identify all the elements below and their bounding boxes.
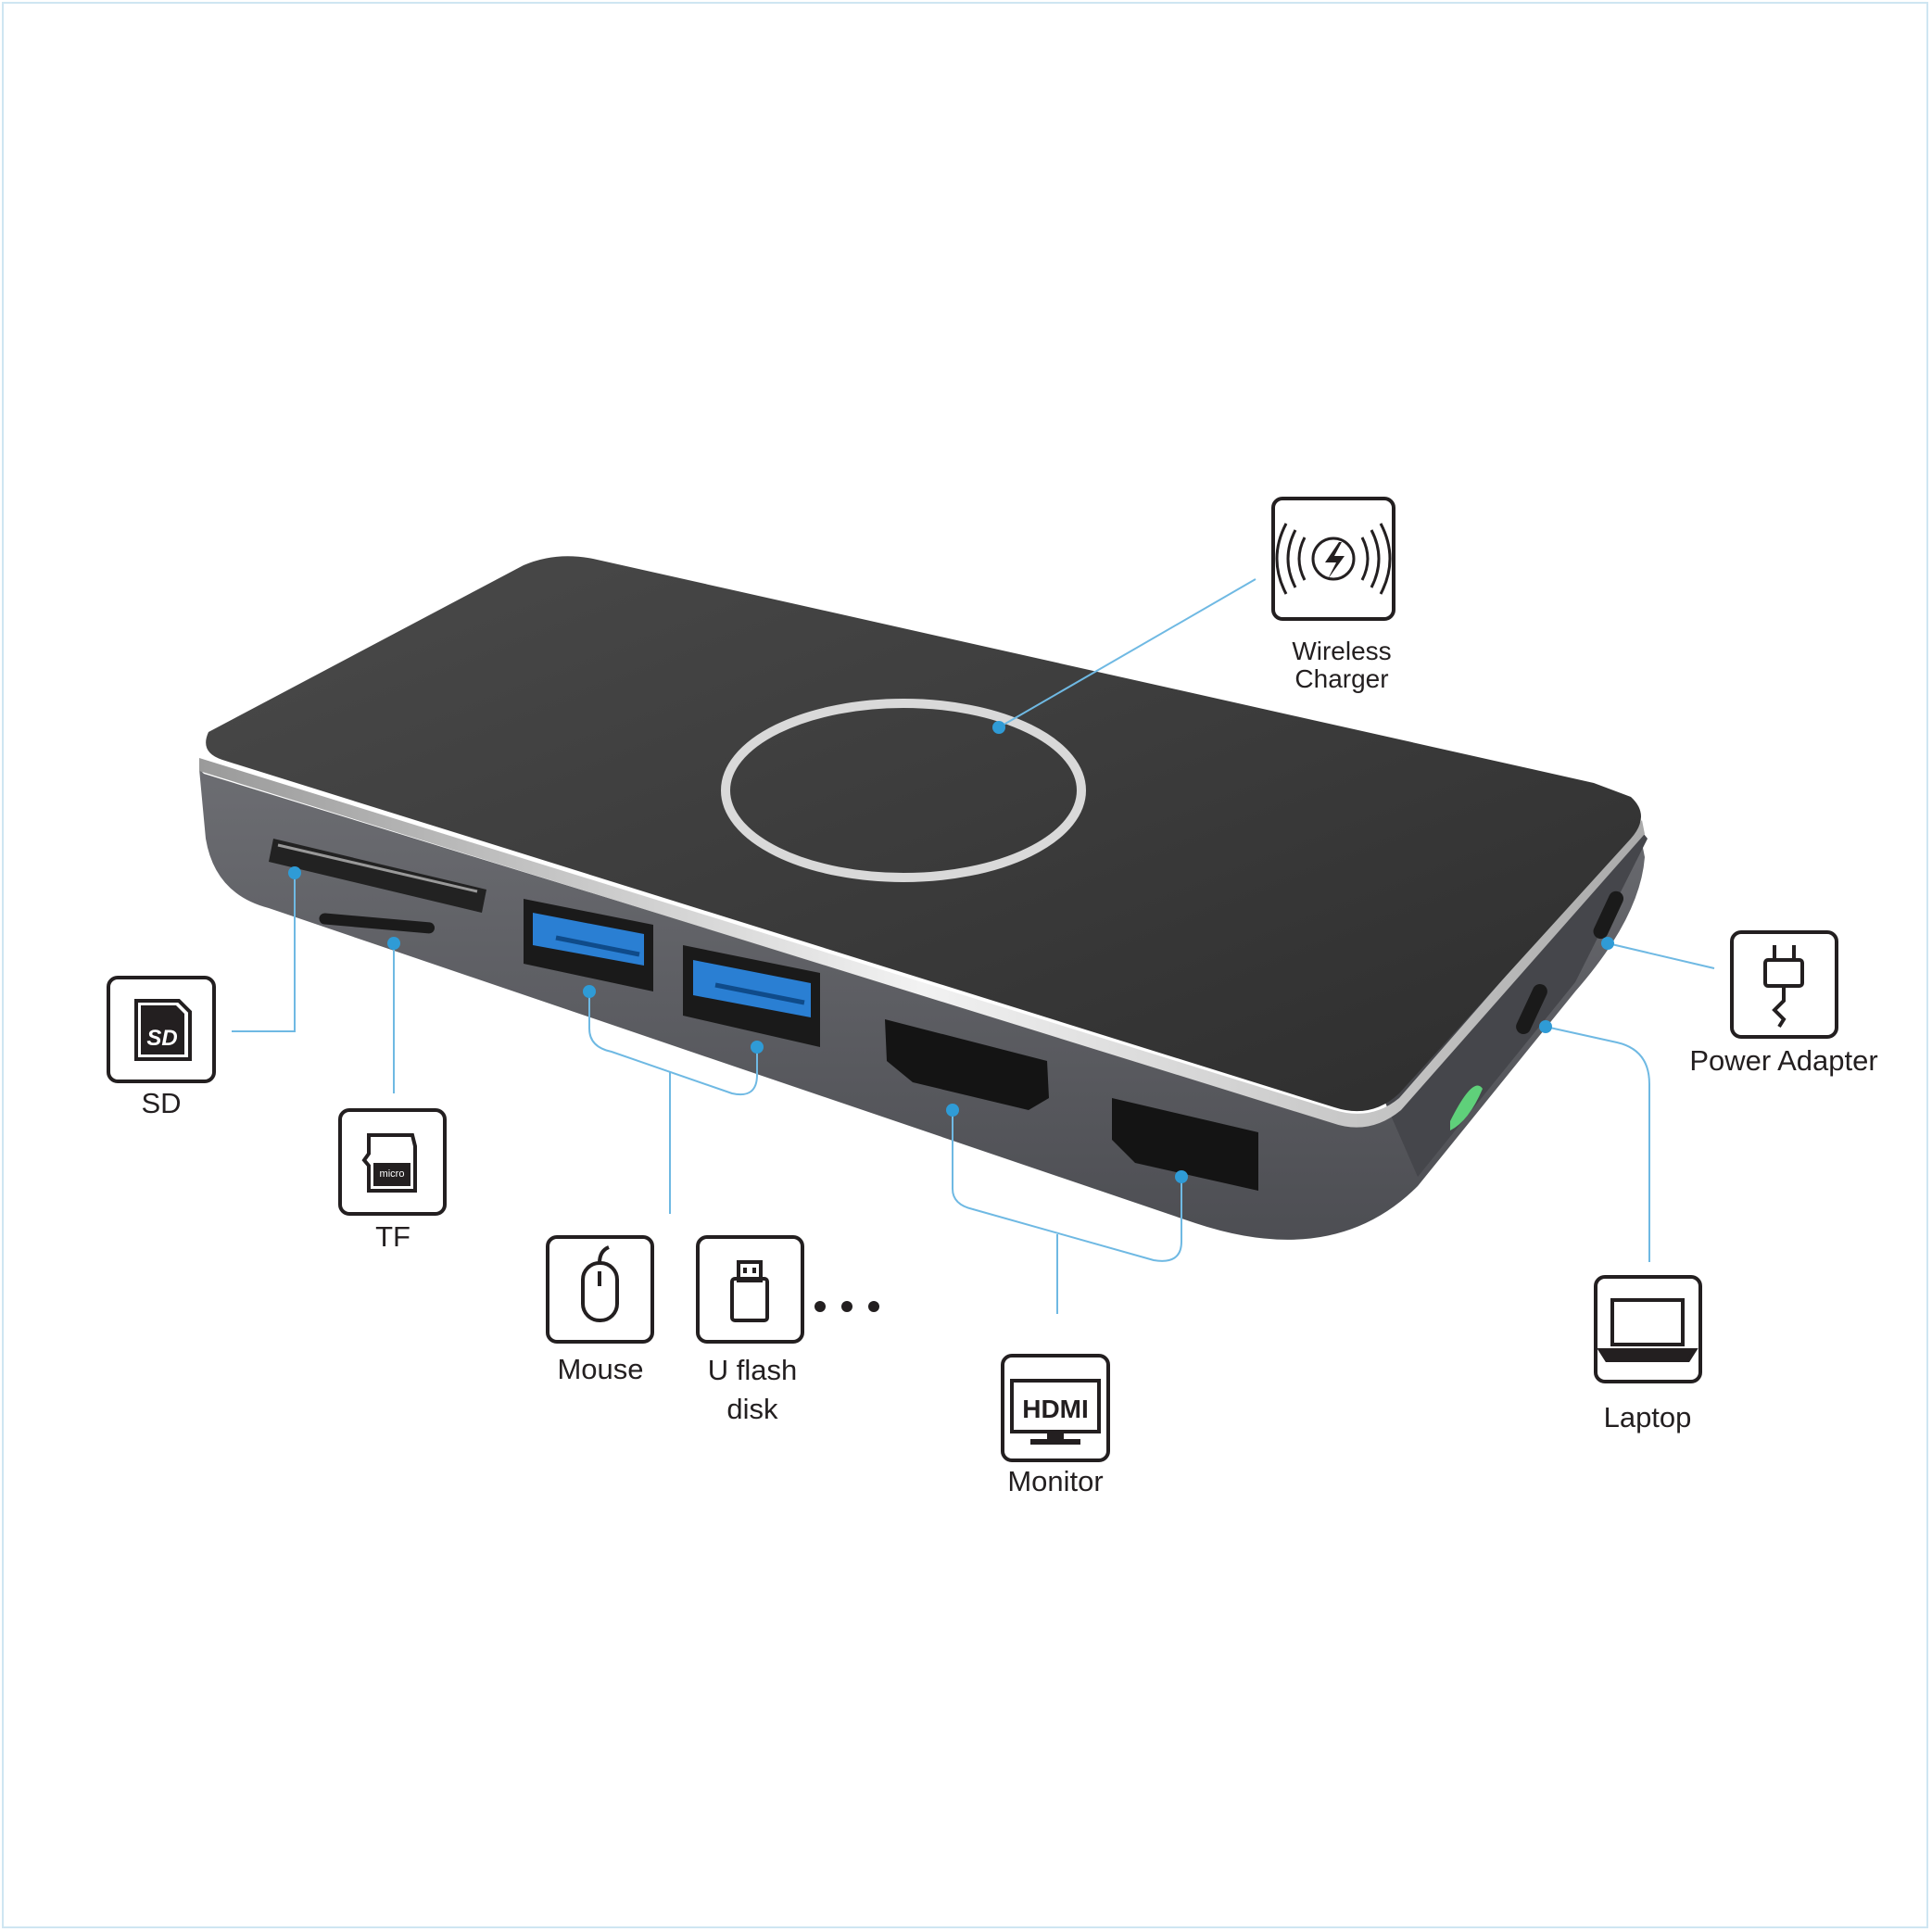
usb-c-port-laptop (1516, 983, 1547, 1035)
power-plug-icon (1763, 945, 1804, 1029)
device-side (199, 769, 1645, 1240)
tf-box (338, 1108, 447, 1216)
tf-slot (319, 913, 436, 934)
mouse-label: Mouse (557, 1353, 644, 1385)
displayport-port (1112, 1098, 1258, 1191)
hdmi-port (885, 1019, 1049, 1110)
ellipsis-icon (814, 1301, 879, 1312)
u-flash-disk-label: U flash disk (707, 1354, 798, 1425)
usb-c-hub-device (199, 556, 1648, 1240)
svg-text:HDMI: HDMI (1022, 1395, 1089, 1423)
callout-dots (288, 721, 1614, 1183)
device-top (206, 556, 1642, 1112)
monitor-box (1001, 1354, 1110, 1462)
mouse-box (546, 1235, 654, 1344)
monitor-label: Monitor (1007, 1465, 1104, 1497)
power-adapter-box (1730, 930, 1838, 1039)
mouse-icon (581, 1245, 619, 1322)
usb-a-port-1 (524, 899, 653, 991)
callout-lines (232, 578, 1715, 1314)
laptop-box (1594, 1275, 1702, 1383)
svg-text:SD: SD (146, 1026, 177, 1051)
sd-label: SD (141, 1087, 182, 1119)
status-led (1450, 1085, 1483, 1130)
power-adapter-label: Power Adapter (1689, 1044, 1878, 1077)
usb-flash-drive-icon (730, 1260, 769, 1322)
usb-c-port-power (1593, 890, 1624, 940)
device-right-end (1385, 829, 1648, 1177)
sd-slot (269, 839, 486, 913)
wireless-charger-label: Wireless Charger (1292, 637, 1392, 693)
laptop-label: Laptop (1603, 1401, 1692, 1433)
laptop-icon (1597, 1298, 1698, 1362)
hdmi-monitor-icon: HDMI (1010, 1379, 1101, 1445)
tf-label: TF (375, 1220, 410, 1253)
usb-a-port-2 (683, 945, 820, 1047)
sd-box (107, 976, 216, 1083)
wireless-charging-icon (1275, 523, 1392, 595)
micro-sd-card-icon: micro (361, 1133, 417, 1193)
icon-boxes (107, 497, 1838, 1462)
charging-ring (721, 699, 1086, 882)
svg-text:micro: micro (380, 1168, 405, 1180)
usb-disk-box (696, 1235, 804, 1344)
wireless-charger-box (1271, 497, 1395, 621)
sd-card-icon: SD (134, 999, 192, 1061)
